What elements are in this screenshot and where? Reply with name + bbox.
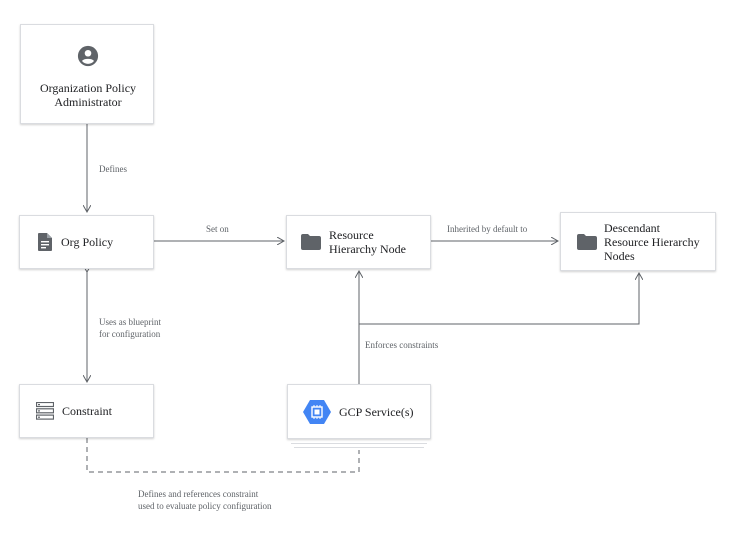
label-blueprint: Uses as blueprint for configuration <box>99 317 161 339</box>
node-resource-title: Resource Hierarchy Node <box>329 228 406 256</box>
node-gcp-service-title: GCP Service(s) <box>339 404 414 419</box>
node-admin[interactable]: Organization Policy Administrator <box>20 24 154 124</box>
label-references: Defines and references constraint used t… <box>138 489 272 511</box>
label-set-on: Set on <box>206 224 229 234</box>
stack-shadow-line <box>291 443 427 444</box>
edge-enforces-descendant <box>359 273 639 325</box>
person-icon <box>77 45 99 67</box>
folder-icon <box>301 234 321 250</box>
edge-references <box>86 438 360 473</box>
list-icon <box>36 402 54 420</box>
label-enforces: Enforces constraints <box>365 340 439 350</box>
chip-icon <box>303 399 331 424</box>
node-constraint-title: Constraint <box>62 404 112 418</box>
node-resource[interactable]: Resource Hierarchy Node <box>286 215 431 269</box>
node-constraint[interactable]: Constraint <box>19 384 154 438</box>
label-defines: Defines <box>99 164 127 174</box>
node-gcp-service[interactable]: GCP Service(s) <box>287 384 431 439</box>
node-admin-title: Organization Policy Administrator <box>39 81 137 109</box>
node-org-policy[interactable]: Org Policy <box>19 215 154 269</box>
document-icon <box>38 233 52 251</box>
node-descendant[interactable]: Descendant Resource Hierarchy Nodes <box>560 212 716 271</box>
node-org-policy-title: Org Policy <box>61 235 114 249</box>
folder-icon <box>577 233 597 250</box>
node-descendant-title: Descendant Resource Hierarchy Nodes <box>604 220 700 263</box>
label-inherited: Inherited by default to <box>447 224 528 234</box>
stack-shadow-line <box>294 447 424 448</box>
